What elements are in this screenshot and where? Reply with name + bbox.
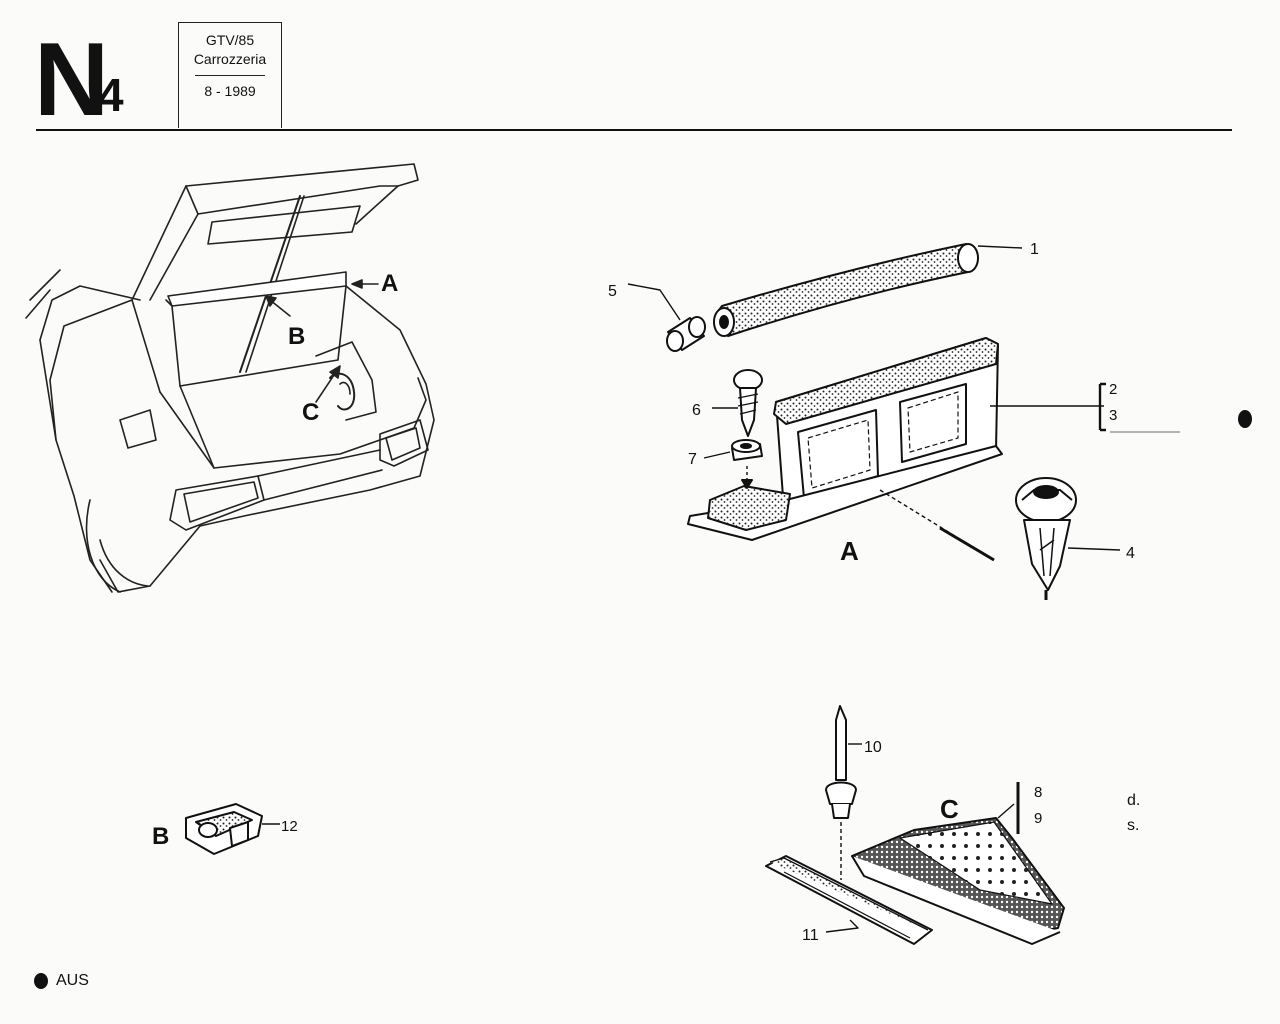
- view-c-trim-assembly: [765, 705, 1065, 945]
- availability-bullet: [1238, 410, 1252, 428]
- label-part-9: 9: [1034, 810, 1042, 827]
- bullet-icon: [34, 973, 48, 989]
- model-info-box: GTV/85 Carrozzeria 8 - 1989: [178, 22, 282, 128]
- car-callout-b: B: [288, 323, 305, 350]
- label-part-3: 3: [1109, 407, 1117, 424]
- car-rear-illustration: [25, 163, 435, 593]
- info-divider: [195, 75, 265, 76]
- view-b-bracket: [185, 803, 280, 855]
- car-callout-a: A: [381, 270, 398, 297]
- label-part-11: 11: [802, 927, 819, 944]
- label-part-7: 7: [688, 451, 697, 468]
- legend-label: AUS: [56, 972, 89, 989]
- label-part-10: 10: [864, 739, 882, 756]
- legend: AUS: [34, 972, 89, 990]
- part-7-clip-nut: [731, 439, 763, 461]
- part-1-rubber-seal: [714, 243, 978, 337]
- view-b-label: B: [152, 823, 169, 850]
- label-part-1: 1: [1030, 241, 1039, 258]
- part-6-screw: [733, 369, 763, 437]
- label-part-12: 12: [281, 818, 298, 835]
- model-name: GTV/85: [205, 32, 255, 48]
- part-5-spacer-sleeve: [666, 316, 706, 352]
- part-4-push-clip: [1015, 477, 1077, 600]
- view-c-label: C: [940, 794, 959, 824]
- label-part-6: 6: [692, 402, 701, 419]
- view-a-label: A: [840, 536, 859, 566]
- edition-date: 8 - 1989: [204, 83, 256, 99]
- label-part-8: 8: [1034, 784, 1042, 801]
- label-part-4: 4: [1126, 545, 1135, 562]
- car-callout-c: C: [302, 399, 319, 426]
- header-rule: [36, 129, 1232, 131]
- side-note-right: d.: [1127, 792, 1141, 809]
- side-note-left: s.: [1127, 817, 1140, 834]
- group-name: Carrozzeria: [193, 51, 267, 67]
- section-number: 4: [98, 69, 124, 121]
- part-10-rivet-pin: [825, 705, 857, 819]
- label-part-5: 5: [608, 283, 617, 300]
- section-letter: N: [34, 22, 109, 138]
- view-a-shelf-assembly: [627, 243, 1180, 600]
- label-part-2: 2: [1109, 381, 1117, 398]
